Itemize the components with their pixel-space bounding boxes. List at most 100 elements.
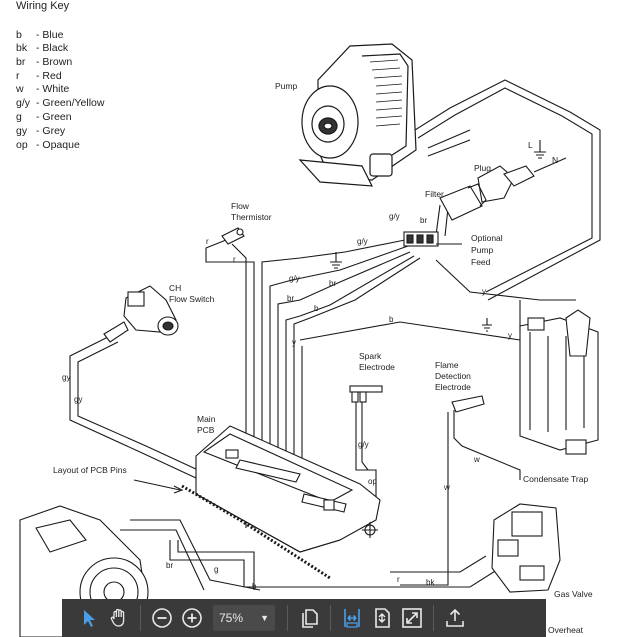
pump-lead-wire: [427, 129, 471, 149]
y-main-wire: [293, 257, 421, 534]
overheat-label: Overheat: [548, 625, 584, 635]
spark-electrode: Spark Electrode g/y op: [349, 351, 395, 486]
hand-icon[interactable]: [104, 603, 134, 633]
pump: Pump: [275, 43, 417, 187]
key-code: b: [16, 29, 22, 41]
key-code: op: [16, 139, 28, 151]
filter-label: Filter: [425, 189, 444, 199]
flame-detection-label: Flame: [435, 360, 459, 370]
flame-detection-label: Electrode: [435, 382, 471, 392]
zoom-in-icon[interactable]: [177, 603, 207, 633]
gas-valve-label: Gas Valve: [554, 589, 593, 599]
wire-label: g/y: [358, 440, 369, 449]
wire-label: w: [443, 483, 450, 492]
fit-width-icon[interactable]: [337, 603, 367, 633]
trap-inlet: [565, 309, 591, 357]
wire-label: op: [368, 477, 377, 486]
chevron-down-icon: ▼: [260, 613, 269, 623]
plug: Plug L N: [474, 140, 567, 203]
terminal-screw: [416, 234, 424, 244]
zoom-level-select[interactable]: 75% ▼: [213, 605, 275, 631]
plug-pin-l: L: [528, 140, 533, 150]
terminal-block: Optional Pump Feed g/y: [357, 231, 503, 267]
wire-label: br: [287, 294, 294, 303]
key-name: - Red: [36, 70, 62, 82]
main-pcb-label: PCB: [197, 425, 215, 435]
gas-valve-wire: [390, 555, 487, 573]
ch-flow-switch-label: Flow Switch: [169, 294, 215, 304]
cursor-icon[interactable]: [74, 603, 104, 633]
wire-label: g/y: [389, 212, 400, 221]
zoom-out-icon[interactable]: [147, 603, 177, 633]
earth-symbol: [534, 140, 546, 159]
switch-wire: [77, 341, 199, 471]
plug-cable: [533, 157, 567, 173]
key-code: bk: [16, 42, 28, 54]
b-main-wire: [285, 255, 415, 534]
thermistor-wire: [205, 239, 255, 528]
page-copy-icon[interactable]: [294, 603, 324, 633]
pump-fins: [361, 53, 409, 169]
toolbar-separator: [287, 605, 288, 631]
flame-electrode-body: [451, 395, 485, 413]
wire-label: g/y: [289, 274, 300, 283]
wire-label: g: [214, 565, 218, 574]
flow-switch-connector: [103, 321, 129, 343]
spark-electrode-pin: [359, 391, 367, 403]
br-main-wire: [269, 245, 409, 530]
key-name: - Green: [36, 111, 72, 123]
wire-label: gy: [74, 395, 82, 404]
pcb-relay: [225, 449, 239, 459]
pcb-pins-pointer: [173, 485, 184, 494]
plug-pin-n: N: [552, 155, 558, 165]
filter-terminal-wire: [435, 204, 441, 236]
condensate-trap: Condensate Trap: [519, 309, 599, 484]
spark-wire: [361, 400, 369, 471]
wire-label: gy: [62, 373, 70, 382]
fullscreen-icon[interactable]: [397, 603, 427, 633]
spark-electrode-label: Electrode: [359, 362, 395, 372]
pcb-mount: [364, 524, 376, 536]
wire-label: br: [420, 216, 427, 225]
key-code: br: [16, 56, 26, 68]
pump-connector: [369, 153, 393, 177]
plug-cable-boot: [503, 165, 535, 187]
spark-wire: [355, 400, 377, 500]
flame-wire: [453, 410, 521, 480]
pcb-pins-pointer: [133, 479, 181, 491]
pump-supply-wire: [417, 87, 593, 293]
wire-label: b: [252, 582, 257, 591]
spark-electrode-body: [349, 385, 383, 393]
condensate-trap-label: Condensate Trap: [523, 474, 588, 484]
pump-lead-wire: [427, 139, 471, 157]
b-trap-wire: [299, 321, 521, 341]
filter: Filter g/y br b: [389, 183, 487, 240]
plug-label: Plug: [474, 163, 491, 173]
wire-label: b: [389, 315, 394, 324]
pcb-component: [235, 459, 301, 483]
gas-valve: Gas Valve Overheat: [491, 503, 593, 635]
bottom-wire-labels: b r bk: [252, 575, 435, 591]
upload-icon[interactable]: [440, 603, 470, 633]
fit-page-icon[interactable]: [367, 603, 397, 633]
bottom-wire: [169, 540, 501, 588]
fan-outlet: [35, 519, 87, 553]
viewer-toolbar: 75% ▼: [62, 599, 546, 637]
flow-thermistor-label: Flow: [231, 201, 250, 211]
flame-detection-electrode: Flame Detection Electrode w w: [435, 360, 485, 492]
key-name: - White: [36, 83, 69, 95]
earth-symbol: [482, 318, 492, 332]
ch-flow-switch: CH Flow Switch gy gy: [62, 283, 215, 404]
layout-pcb-pins-label: Layout of PCB Pins: [53, 465, 127, 475]
fan-wire: [130, 519, 261, 591]
terminal-screw: [406, 234, 414, 244]
key-code: gy: [16, 125, 28, 137]
spark-electrode-pin: [351, 391, 359, 403]
optional-pump-feed-label: Optional: [471, 233, 503, 243]
key-name: - Brown: [36, 56, 72, 68]
wire-label: w: [473, 455, 480, 464]
optional-pump-feed-label: Pump: [471, 245, 493, 255]
wire-label: y: [292, 338, 296, 347]
trap-tubes: [529, 332, 585, 432]
